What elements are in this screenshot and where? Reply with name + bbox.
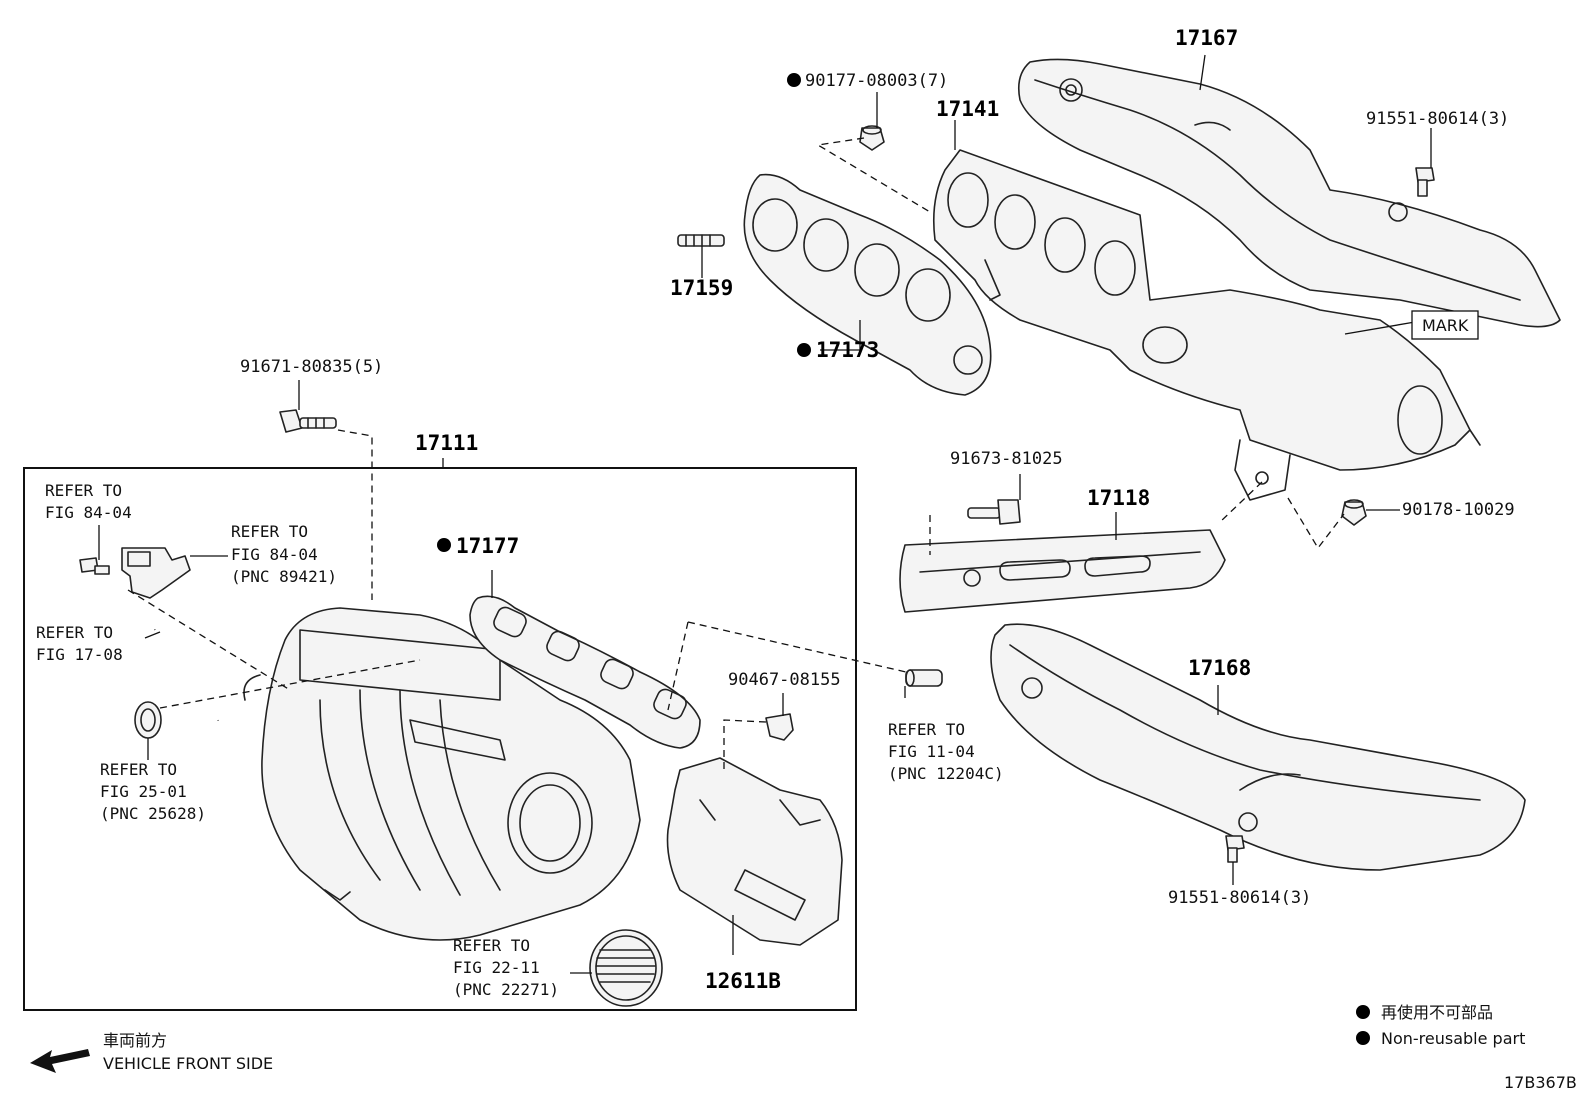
nut-lower	[1341, 499, 1367, 526]
ring-gasket	[134, 701, 162, 739]
clip	[765, 713, 794, 741]
label-91671: 91671-80835(5)	[240, 357, 383, 377]
label-17118: 17118	[1087, 486, 1150, 510]
pcv-connector	[905, 669, 943, 687]
label-mark: MARK	[1422, 316, 1469, 335]
ref-fig-17-08: REFER TO FIG 17-08	[36, 623, 123, 664]
label-17167: 17167	[1175, 26, 1238, 50]
non-reusable-dot-17177	[437, 538, 451, 552]
label-17141: 17141	[936, 97, 999, 121]
throttle-body-gasket	[589, 929, 663, 1007]
label-91551-upper: 91551-80614(3)	[1366, 109, 1509, 129]
dashed-lines	[127, 137, 1345, 770]
intake-insulator	[666, 757, 843, 946]
mark-box	[1411, 310, 1479, 340]
label-17111: 17111	[415, 431, 478, 455]
ref-fig-22-11: REFER TO FIG 22-11 (PNC 22271)	[453, 936, 559, 999]
label-90177: 90177-08003(7)	[805, 71, 948, 91]
bolt-upper-right	[1415, 167, 1435, 197]
non-reusable-dot-90177	[787, 73, 801, 87]
ring-gasket-inner	[140, 708, 156, 732]
stud-bolt	[677, 234, 725, 247]
bolt-lower-right	[1225, 835, 1245, 863]
direction-en: VEHICLE FRONT SIDE	[103, 1054, 273, 1073]
legend-en: Non-reusable part	[1381, 1029, 1525, 1048]
exhaust-manifold	[932, 149, 1481, 501]
intake-sensor	[121, 547, 191, 599]
label-91551-lower: 91551-80614(3)	[1168, 888, 1311, 908]
vacuum-hose-inner	[153, 629, 220, 721]
heat-insulator-upper	[1017, 58, 1561, 328]
direction-jp: 車両前方	[103, 1031, 167, 1050]
sensor-bolt	[79, 557, 110, 575]
diagram-id: 17B367B	[1504, 1073, 1577, 1092]
label-12611b: 12611B	[705, 969, 781, 993]
ref-fig-84-04-a: REFER TO FIG 84-04	[45, 481, 132, 522]
stay-bolt	[967, 499, 1021, 525]
label-17177: 17177	[456, 534, 519, 558]
nut-upper	[859, 125, 885, 151]
intake-manifold	[243, 607, 641, 941]
leader-lines	[98, 54, 1432, 974]
label-90178: 90178-10029	[1402, 500, 1515, 520]
ref-fig-11-04: REFER TO FIG 11-04 (PNC 12204C)	[888, 720, 1004, 783]
non-reusable-dot-17173	[797, 343, 811, 357]
exhaust-manifold-gasket	[743, 173, 992, 396]
legend-dot-en	[1356, 1031, 1370, 1045]
legend-jp: 再使用不可部品	[1381, 1003, 1493, 1022]
ref-fig-25-01: REFER TO FIG 25-01 (PNC 25628)	[100, 760, 206, 823]
intake-assembly-frame	[23, 467, 857, 1011]
legend-dot-jp	[1356, 1005, 1370, 1019]
manifold-stay	[899, 529, 1226, 613]
heat-insulator-lower	[990, 623, 1526, 871]
label-17173: 17173	[816, 338, 879, 362]
label-17168: 17168	[1188, 656, 1251, 680]
label-90467: 90467-08155	[728, 670, 841, 690]
label-17159: 17159	[670, 276, 733, 300]
intake-manifold-gasket	[469, 595, 701, 749]
front-arrow-icon	[30, 1049, 90, 1073]
intake-bolt	[279, 409, 337, 433]
label-91673: 91673-81025	[950, 449, 1063, 469]
ref-fig-84-04-b: REFER TO FIG 84-04 (PNC 89421)	[231, 522, 337, 586]
